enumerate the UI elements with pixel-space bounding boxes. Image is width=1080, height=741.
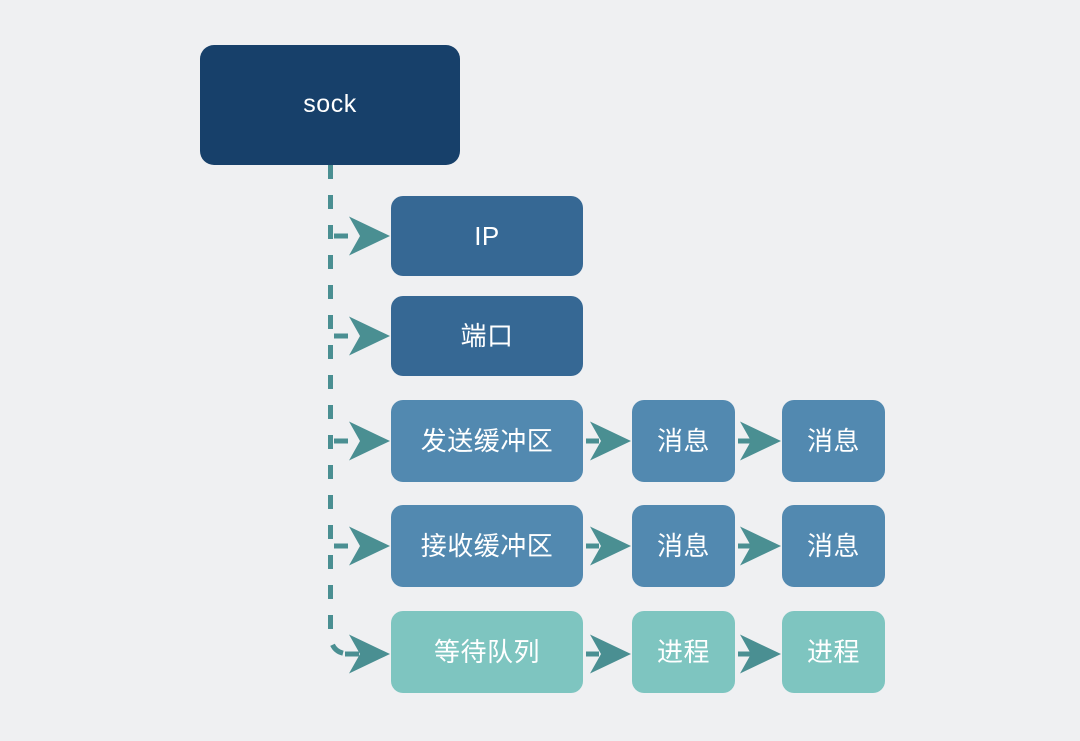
node-recv-message-1-label: 消息 (656, 530, 710, 561)
node-send-buffer-label: 发送缓冲区 (420, 425, 554, 456)
node-send-message-1[interactable]: 消息 (632, 400, 735, 482)
node-recv-message-1[interactable]: 消息 (632, 505, 735, 587)
node-sock-label: sock (303, 90, 357, 119)
node-recv-message-2[interactable]: 消息 (782, 505, 885, 587)
node-wait-queue[interactable]: 等待队列 (391, 611, 583, 693)
node-port[interactable]: 端口 (391, 296, 583, 376)
node-process-1-label: 进程 (656, 636, 710, 667)
node-port-label: 端口 (460, 320, 514, 351)
node-process-2-label: 进程 (806, 636, 860, 667)
node-sock[interactable]: sock (200, 45, 460, 165)
node-send-message-2-label: 消息 (806, 425, 860, 456)
node-recv-buffer[interactable]: 接收缓冲区 (391, 505, 583, 587)
node-wait-queue-label: 等待队列 (433, 636, 540, 667)
node-process-1[interactable]: 进程 (632, 611, 735, 693)
node-send-buffer[interactable]: 发送缓冲区 (391, 400, 583, 482)
node-ip[interactable]: IP (391, 196, 583, 276)
node-recv-message-2-label: 消息 (806, 530, 860, 561)
node-process-2[interactable]: 进程 (782, 611, 885, 693)
node-recv-buffer-label: 接收缓冲区 (420, 530, 554, 561)
edge-trunk-spine (328, 165, 351, 657)
node-send-message-1-label: 消息 (656, 425, 710, 456)
node-ip-label: IP (474, 220, 500, 251)
node-send-message-2[interactable]: 消息 (782, 400, 885, 482)
